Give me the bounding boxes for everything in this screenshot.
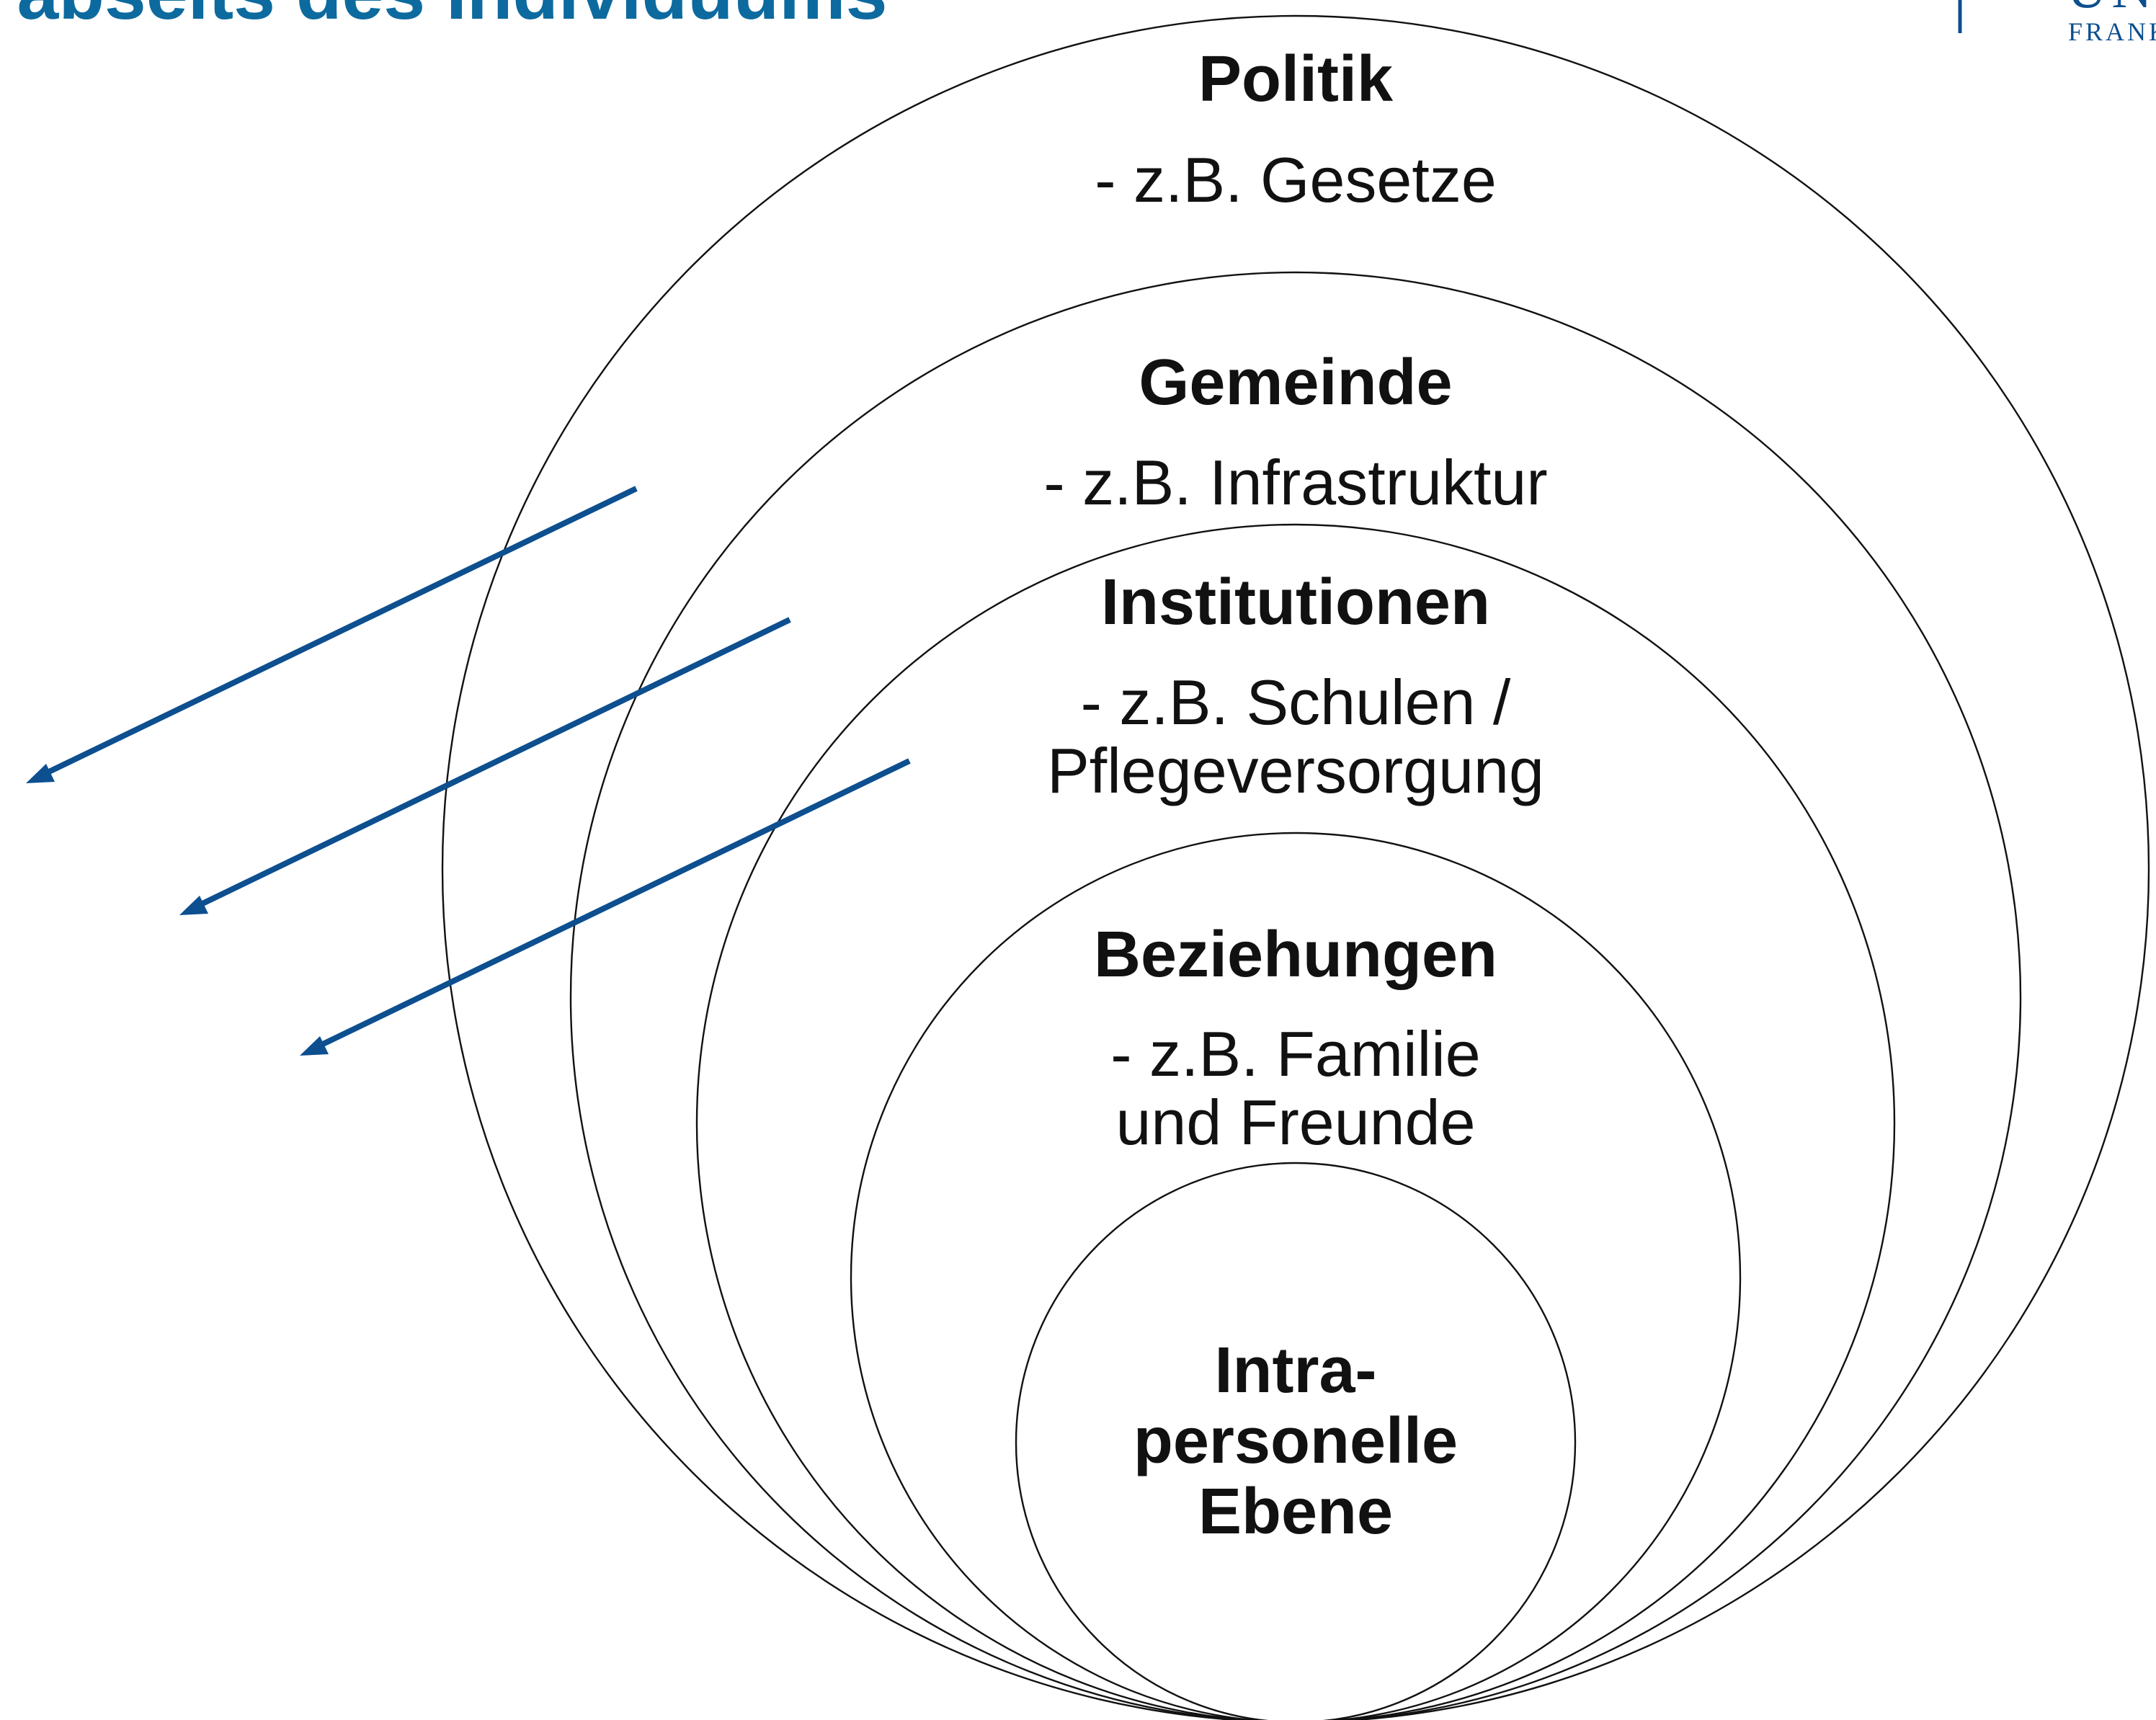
ring-beziehungen bbox=[850, 832, 1742, 1720]
label-gemeinde: Gemeinde bbox=[1139, 347, 1452, 419]
slide-title: t abseits des Individuums bbox=[0, 0, 887, 35]
label-intrapersonell-1: Intra- bbox=[1215, 1334, 1377, 1407]
label-institutionen: Institutionen bbox=[1101, 566, 1490, 638]
ring-institutionen bbox=[696, 524, 1895, 1720]
logo-text-top: UNI bbox=[2067, 0, 2156, 19]
logo-text-bottom: FRANK bbox=[2068, 17, 2156, 46]
ring-politik bbox=[442, 15, 2150, 1720]
ring-gemeinde bbox=[570, 272, 2021, 1720]
label-intrapersonell-2: personelle bbox=[1133, 1405, 1458, 1477]
ring-intrapersonell bbox=[1015, 1162, 1577, 1720]
label-beziehungen-example-2: und Freunde bbox=[1115, 1087, 1475, 1158]
label-beziehungen: Beziehungen bbox=[1094, 919, 1497, 991]
label-gemeinde-example: - z.B. Infrastruktur bbox=[1043, 447, 1547, 518]
label-politik-example: - z.B. Gesetze bbox=[1095, 144, 1497, 215]
label-politik: Politik bbox=[1198, 43, 1394, 115]
label-intrapersonell-3: Ebene bbox=[1198, 1476, 1393, 1548]
label-institutionen-example-2: Pflegeversorgung bbox=[1047, 735, 1544, 806]
arrow-3 bbox=[300, 758, 911, 1056]
arrow-2 bbox=[179, 617, 791, 915]
label-institutionen-example-1: - z.B. Schulen / bbox=[1081, 667, 1511, 738]
arrow-1 bbox=[26, 486, 638, 783]
label-beziehungen-example-1: - z.B. Familie bbox=[1110, 1018, 1480, 1090]
